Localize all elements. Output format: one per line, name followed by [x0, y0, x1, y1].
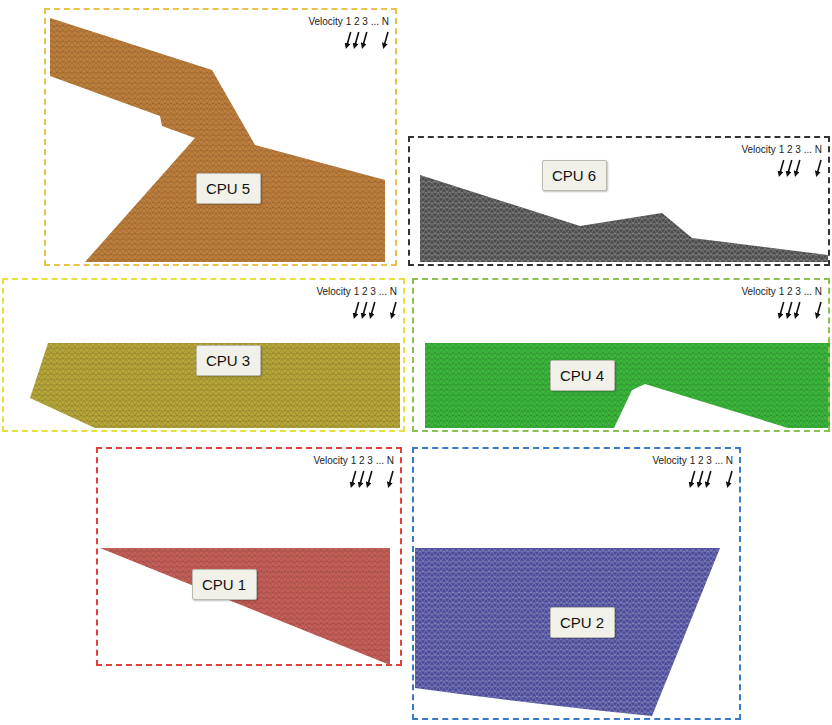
cpu-domain-box: Velocity 1 2 3 ... N CPU 4 — [412, 278, 830, 432]
velocity-arrow — [360, 471, 364, 485]
cpu-label: CPU 1 — [202, 576, 246, 593]
velocity-arrow — [788, 160, 792, 174]
cpu-domain-box: Velocity 1 2 3 ... N CPU 1 — [96, 447, 402, 666]
cpu-domain-box: Velocity 1 2 3 ... N CPU 3 — [2, 278, 405, 432]
velocity-arrow — [371, 302, 375, 316]
velocity-arrow — [363, 302, 367, 316]
velocity-arrow — [780, 302, 784, 316]
mesh-part — [100, 548, 390, 665]
velocity-arrow — [368, 471, 372, 485]
velocity-arrow — [392, 302, 396, 316]
cpu-label-box: CPU 4 — [550, 360, 615, 391]
mesh-part — [420, 175, 828, 262]
cpu-label-box: CPU 3 — [196, 345, 261, 376]
velocity-arrow — [352, 471, 356, 485]
mesh-part — [30, 343, 400, 428]
mesh-part — [415, 548, 720, 716]
mesh-part — [50, 18, 385, 262]
velocity-label: Velocity 1 2 3 ... N — [308, 16, 389, 28]
velocity-arrow — [355, 302, 359, 316]
velocity-arrow — [796, 302, 800, 316]
velocity-arrow — [796, 160, 800, 174]
velocity-arrow — [691, 471, 695, 485]
cpu-label-box: CPU 5 — [196, 173, 261, 204]
velocity-arrow — [780, 160, 784, 174]
cpu-label: CPU 5 — [206, 180, 250, 197]
cpu-label: CPU 6 — [552, 167, 596, 184]
cpu-label: CPU 3 — [206, 352, 250, 369]
velocity-label: Velocity 1 2 3 ... N — [741, 286, 822, 298]
velocity-arrow — [363, 32, 367, 46]
cpu-domain-box: Velocity 1 2 3 ... N CPU 6 — [408, 136, 830, 266]
velocity-arrow — [707, 471, 711, 485]
velocity-arrow — [817, 160, 821, 174]
velocity-arrow — [347, 32, 351, 46]
velocity-arrow — [355, 32, 359, 46]
cpu-label-box: CPU 1 — [192, 569, 257, 600]
velocity-arrow — [817, 302, 821, 316]
velocity-arrow — [384, 32, 388, 46]
velocity-label: Velocity 1 2 3 ... N — [313, 455, 394, 467]
velocity-arrow — [699, 471, 703, 485]
cpu-label-box: CPU 6 — [542, 160, 607, 191]
cpu-label-box: CPU 2 — [550, 607, 615, 638]
cpu-domain-box: Velocity 1 2 3 ... N CPU 2 — [412, 447, 741, 720]
velocity-label: Velocity 1 2 3 ... N — [652, 455, 733, 467]
cpu-domain-box: Velocity 1 2 3 ... N CPU 5 — [44, 8, 397, 266]
cpu-label: CPU 4 — [560, 367, 604, 384]
velocity-arrow — [788, 302, 792, 316]
velocity-label: Velocity 1 2 3 ... N — [741, 144, 822, 156]
velocity-arrow — [728, 471, 732, 485]
cpu-label: CPU 2 — [560, 614, 604, 631]
velocity-arrow — [389, 471, 393, 485]
mesh-part — [425, 343, 830, 428]
velocity-label: Velocity 1 2 3 ... N — [316, 286, 397, 298]
